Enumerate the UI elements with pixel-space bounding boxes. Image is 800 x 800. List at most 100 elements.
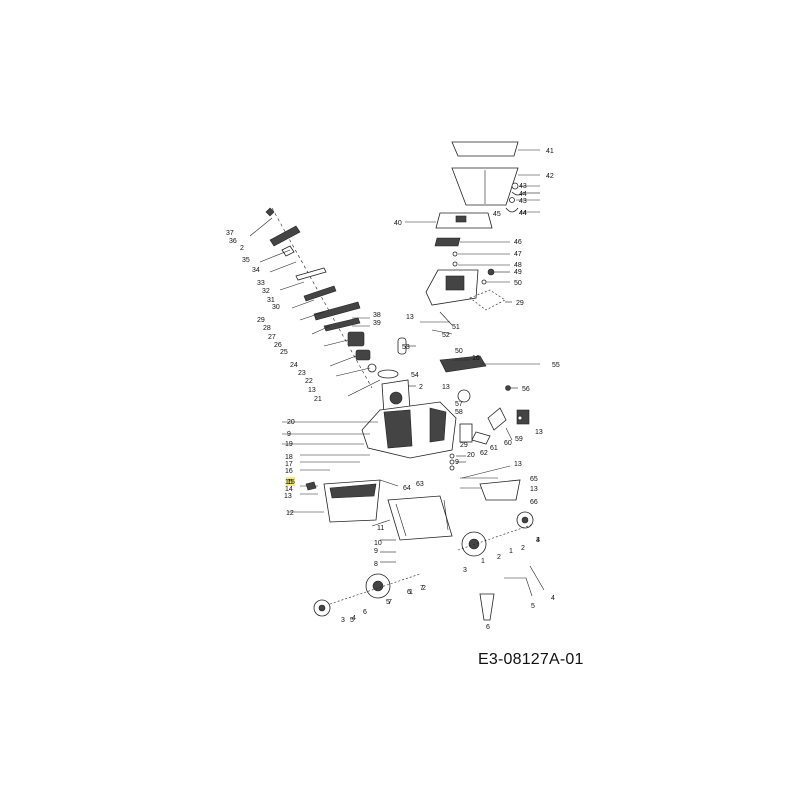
callout-label-69: 69 (0, 0, 8, 2)
callout-label-13: 13 (406, 314, 414, 321)
callout-label-46: 46 (514, 239, 522, 246)
callout-label-18: 18 (285, 454, 293, 461)
callout-label-2: 2 (419, 384, 423, 391)
callout-label-27: 27 (268, 334, 276, 341)
callout-label-25: 25 (280, 349, 288, 356)
callout-label-32: 32 (262, 288, 270, 295)
callout-label-48: 48 (514, 262, 522, 269)
callout-label-9: 9 (455, 459, 459, 466)
callout-label-40: 40 (394, 220, 402, 227)
callout-label-36: 36 (229, 238, 237, 245)
callout-label-63: 63 (416, 481, 424, 488)
callout-label-34: 34 (252, 267, 260, 274)
callout-label-11: 11 (377, 525, 384, 532)
hopper-clips (505, 182, 540, 213)
callout-label-57: 57 (455, 401, 463, 408)
callout-label-4: 4 (551, 595, 555, 602)
callout-label-44: 44 (519, 191, 527, 198)
callout-label-16: 16 (472, 355, 480, 362)
callout-label-13: 13 (442, 384, 450, 391)
callout-label-62: 62 (480, 450, 488, 457)
callout-label-4: 4 (536, 537, 540, 544)
callout-label-16: 16 (285, 468, 293, 475)
callout-label-61: 61 (490, 445, 498, 452)
side-fixings (449, 453, 521, 501)
callout-label-37: 37 (226, 230, 234, 237)
callout-label-45: 45 (493, 211, 501, 218)
callout-label-44: 44 (519, 210, 527, 217)
callout-label-59: 59 (515, 436, 523, 443)
callout-label-50: 50 (455, 348, 463, 355)
callout-label-30: 30 (272, 304, 280, 311)
hopper-funnel (451, 167, 540, 206)
main-housing (282, 401, 457, 471)
callout-label-15: 15 (285, 479, 293, 486)
callout-label-43: 43 (519, 198, 527, 205)
callout-label-9: 9 (287, 431, 291, 438)
diagram-code: E3-08127A-01 (478, 651, 584, 668)
callout-label-23: 23 (298, 370, 306, 377)
callout-label-33: 33 (257, 280, 265, 287)
callout-label-35: 35 (242, 257, 250, 264)
callout-label-5: 5 (531, 603, 535, 610)
callout-label-4: 4 (352, 615, 356, 622)
callout-label-28: 28 (263, 325, 271, 332)
callout-label-7: 7 (388, 599, 392, 606)
callout-label-58: 58 (455, 409, 463, 416)
callout-label-17: 17 (285, 461, 293, 468)
callout-label-8: 8 (374, 561, 378, 568)
callout-label-13: 13 (308, 387, 316, 394)
callout-label-55: 55 (552, 362, 560, 369)
callout-label-43: 43 (519, 183, 527, 190)
callout-label-38: 38 (373, 312, 381, 319)
callout-label-6: 6 (407, 589, 411, 596)
callout-label-13: 13 (284, 493, 292, 500)
callout-label-13: 13 (530, 486, 538, 493)
callout-label-41: 41 (546, 148, 554, 155)
callout-label-20: 20 (467, 452, 475, 459)
callout-label-29: 29 (460, 442, 468, 449)
grate-parts (434, 237, 510, 267)
wheel-left-rear (313, 573, 421, 617)
hopper-frame (405, 212, 493, 229)
callout-label-12: 12 (286, 510, 294, 517)
shaft-assembly (249, 207, 416, 397)
callout-label-6: 6 (363, 609, 367, 616)
collection-bin (288, 479, 399, 523)
callout-label-53: 53 (402, 344, 410, 351)
stand-frame (371, 495, 453, 563)
callout-label-1: 1 (481, 558, 485, 565)
wheel-right-front (457, 511, 535, 557)
callout-label-29: 29 (516, 300, 524, 307)
callout-label-49: 49 (514, 269, 522, 276)
callout-label-20: 20 (287, 419, 295, 426)
callout-label-54: 54 (411, 372, 419, 379)
callout-label-52: 52 (442, 332, 450, 339)
callout-label-10: 10 (374, 540, 382, 547)
callout-label-2: 2 (497, 554, 501, 561)
callout-label-5: 5 (386, 599, 390, 606)
loose-accessories (479, 565, 545, 621)
callout-label-66: 66 (530, 499, 538, 506)
callout-label-1: 1 (509, 548, 513, 555)
callout-label-14: 14 (285, 486, 293, 493)
callout-label-47: 47 (514, 251, 522, 258)
callout-label-21: 21 (314, 396, 322, 403)
callout-label-31: 31 (267, 297, 275, 304)
callout-label-7: 7 (420, 585, 424, 592)
selected-callout-highlight (286, 477, 295, 486)
callout-label-1: 1 (409, 589, 413, 596)
callout-label-64: 64 (403, 485, 411, 492)
callout-label-6: 6 (486, 624, 490, 631)
callout-label-5: 5 (350, 617, 354, 624)
callout-label-2: 2 (422, 585, 426, 592)
callout-label-13: 13 (535, 429, 543, 436)
callout-label-24: 24 (290, 362, 298, 369)
callout-label-highlighted: 15 (287, 479, 295, 486)
callout-label-3: 3 (536, 537, 540, 544)
callout-label-3: 3 (463, 567, 467, 574)
callout-label-39: 39 (373, 320, 381, 327)
callout-label-56: 56 (522, 386, 530, 393)
